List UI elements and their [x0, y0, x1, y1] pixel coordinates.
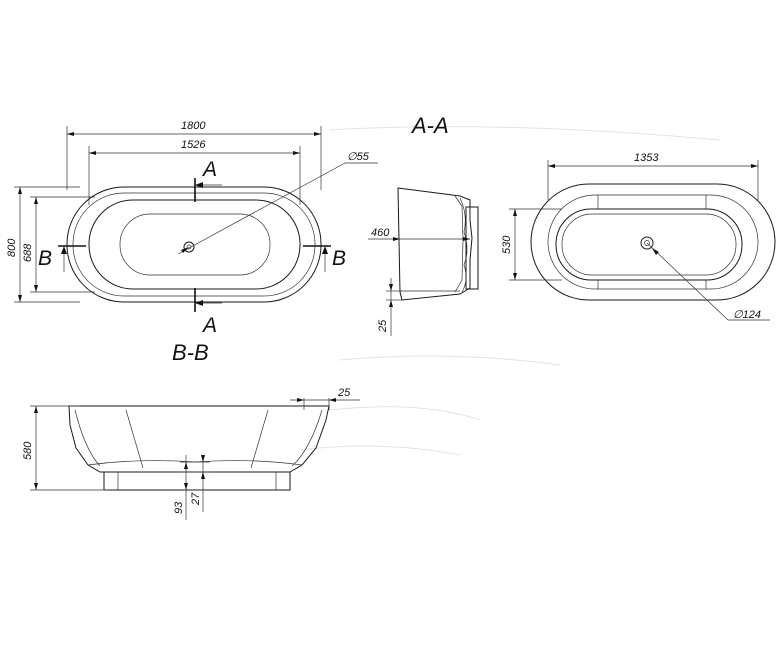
- dim-rim-thickness: 25: [337, 387, 351, 399]
- dim-overall-length: 1800: [181, 120, 206, 132]
- section-marker-a-bottom: A: [201, 314, 217, 337]
- section-bb-inner-wall: [74, 409, 101, 467]
- top-view-inner-basin: [88, 199, 301, 290]
- section-bb-view: 580 25 93 27: [22, 387, 360, 520]
- bottom-view-drain: [640, 236, 654, 250]
- section-aa-support-block: [465, 206, 479, 290]
- bottom-view: 1353 530 ∅124: [501, 152, 776, 321]
- dim-side-height: 460: [371, 227, 390, 239]
- dim-inner-length: 1526: [181, 139, 206, 151]
- section-marker-a-top: A: [201, 158, 217, 181]
- dim-drain-diameter: ∅55: [347, 151, 370, 163]
- section-marker-b-right: B: [332, 247, 346, 270]
- dim-inner-width: 688: [22, 243, 34, 262]
- bottom-view-rim-inner: [547, 194, 759, 290]
- top-view: 1800 1526 800 688 ∅55 A A: [6, 120, 378, 365]
- dim-base-height-side: 25: [377, 319, 389, 333]
- section-aa-outer-wall: [397, 187, 473, 301]
- section-title-bb: B-B: [172, 340, 209, 365]
- top-view-rim-inner-edge: [72, 192, 316, 297]
- top-view-drain: [183, 241, 195, 253]
- dim-overall-width: 800: [6, 238, 18, 257]
- bottom-view-outer-rim: [530, 183, 776, 301]
- dim-total-height: 580: [22, 441, 34, 460]
- dim-bottom-inner-length: 1353: [634, 152, 659, 164]
- dim-bottom-drain-diameter: ∅124: [733, 309, 761, 321]
- bottom-view-base-inner: [561, 213, 737, 276]
- dim-bottom-inner-width: 530: [501, 235, 513, 254]
- section-bb-base: [103, 472, 291, 491]
- top-view-outer-rim: [66, 186, 322, 303]
- section-aa-view: A-A 460 25: [368, 113, 479, 336]
- section-bb-floor: [87, 460, 303, 466]
- dim-floor-thickness: 27: [190, 492, 202, 506]
- section-marker-b-left: B: [38, 247, 52, 270]
- section-title-aa: A-A: [410, 113, 449, 138]
- bottom-view-base: [555, 208, 743, 281]
- dim-base-height: 93: [173, 501, 185, 514]
- top-view-basin-floor: [119, 213, 271, 276]
- background-ghost-lines: [299, 126, 721, 456]
- section-aa-inner-wall: [454, 195, 464, 293]
